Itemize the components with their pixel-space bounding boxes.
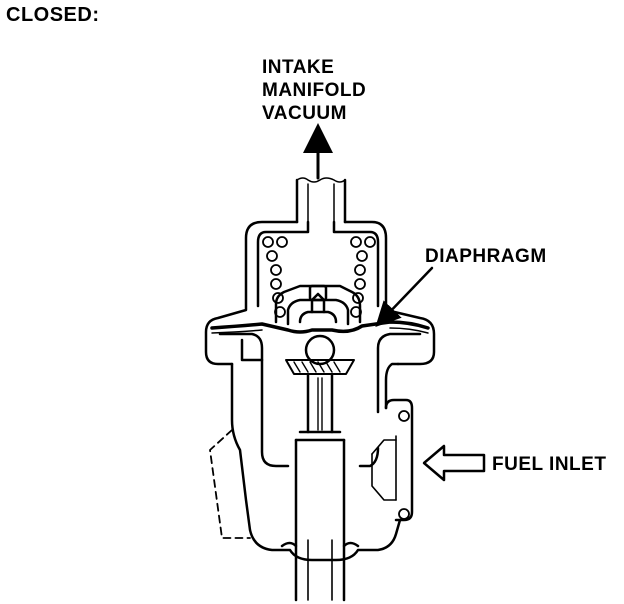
intake-label-line-3: VACUUM xyxy=(262,103,347,124)
intake-label-line-2: MANIFOLD xyxy=(262,80,367,101)
valve-seat xyxy=(285,359,355,375)
fuel-inlet-port xyxy=(371,398,414,522)
intake-manifold-vacuum-label: INTAKE MANIFOLD VACUUM xyxy=(262,56,366,125)
fuel-inlet-label: FUEL INLET xyxy=(492,454,607,475)
valve-stem xyxy=(294,372,346,442)
spring-right xyxy=(350,236,376,318)
top-nut xyxy=(308,284,328,302)
diaphragm-leader xyxy=(375,266,434,328)
diagram-title: CLOSED: xyxy=(6,4,100,26)
intake-label-line-1: INTAKE xyxy=(262,57,335,78)
vacuum-pipe xyxy=(295,177,347,224)
return-pipe xyxy=(280,438,360,602)
diaphragm-label: DIAPHRAGM xyxy=(425,246,547,267)
mounting-bracket xyxy=(209,429,251,539)
spring-left xyxy=(262,236,288,318)
fuel-inlet-arrow xyxy=(422,444,486,482)
upper-housing xyxy=(204,220,299,366)
diaphragm-membrane xyxy=(210,320,430,334)
